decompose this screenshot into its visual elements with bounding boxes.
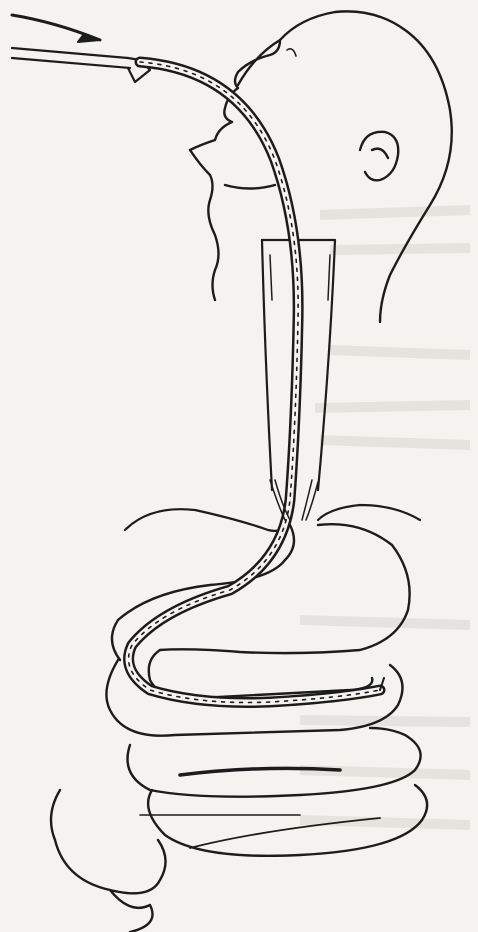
stomach-outline	[112, 524, 410, 660]
eye-mark	[287, 49, 296, 56]
insertion-arrow	[12, 15, 100, 42]
ear-outline	[360, 132, 398, 181]
paper-bleed-through	[300, 210, 470, 825]
diaphragm-line	[125, 505, 420, 531]
head-outline	[190, 11, 452, 322]
